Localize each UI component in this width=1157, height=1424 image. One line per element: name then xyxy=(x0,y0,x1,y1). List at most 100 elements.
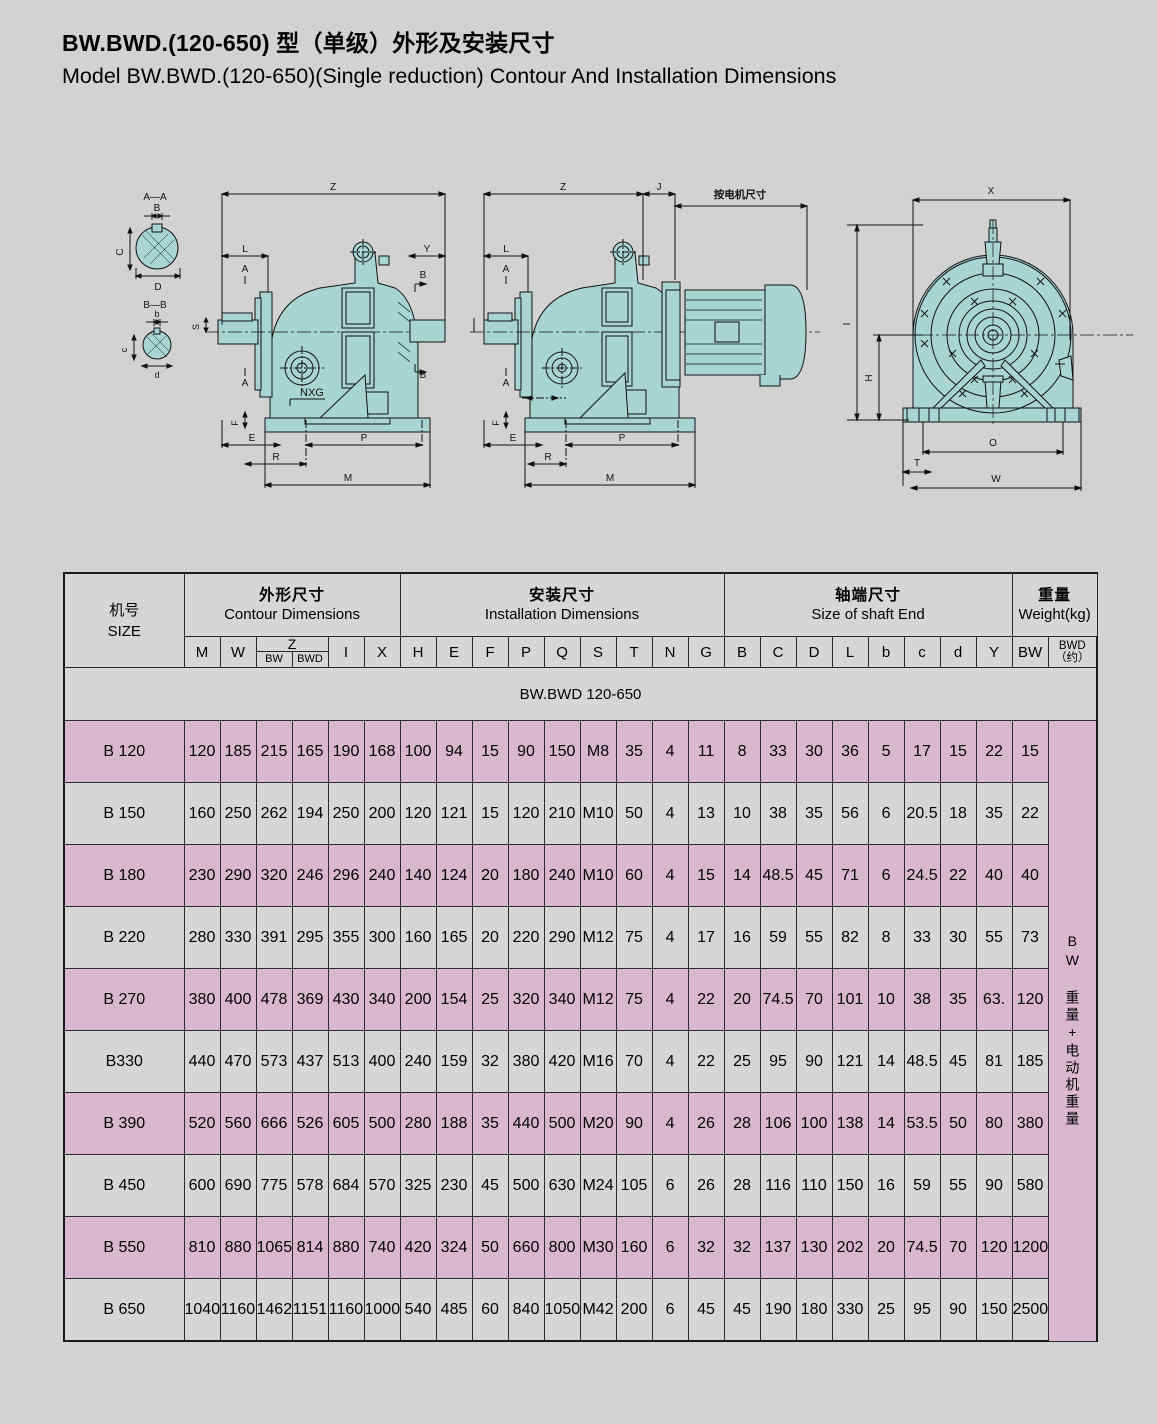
header-size: 机号 SIZE xyxy=(63,572,185,668)
motor-assembly-svg: Z J 按电机尺寸 L A A S xyxy=(470,182,820,488)
cell-b: 8 xyxy=(867,906,905,969)
svg-text:NXG: NXG xyxy=(300,387,324,399)
cell-N: 6 xyxy=(651,1216,689,1279)
cell-W: 880 xyxy=(219,1216,257,1279)
svg-text:B: B xyxy=(420,270,427,281)
cell-F: 60 xyxy=(471,1278,509,1342)
cell-Z_BWD: 814 xyxy=(291,1216,329,1279)
cell-D: 45 xyxy=(795,844,833,907)
cell-I: 684 xyxy=(327,1154,365,1217)
cell-F: 20 xyxy=(471,906,509,969)
cell-E: 159 xyxy=(435,1030,473,1093)
cell-S: M10 xyxy=(579,782,617,845)
cell-c: 95 xyxy=(903,1278,941,1342)
cell-T: 60 xyxy=(615,844,653,907)
cell-size: B 180 xyxy=(63,844,185,907)
cell-Y: 120 xyxy=(975,1216,1013,1279)
cell-Z_BWD: 369 xyxy=(291,968,329,1031)
cell-G: 22 xyxy=(687,1030,725,1093)
cell-D: 70 xyxy=(795,968,833,1031)
svg-text:D: D xyxy=(154,282,161,293)
cell-L: 138 xyxy=(831,1092,869,1155)
svg-text:P: P xyxy=(619,433,626,444)
svg-text:M: M xyxy=(344,473,352,484)
cell-C: 38 xyxy=(759,782,797,845)
cell-c: 74.5 xyxy=(903,1216,941,1279)
cell-P: 660 xyxy=(507,1216,545,1279)
cell-E: 230 xyxy=(435,1154,473,1217)
header-installation-cn: 安装尺寸 xyxy=(529,587,596,604)
cell-BW: 40 xyxy=(1011,844,1049,907)
cell-X: 570 xyxy=(363,1154,401,1217)
cell-S: M12 xyxy=(579,968,617,1031)
cell-X: 500 xyxy=(363,1092,401,1155)
cell-H: 100 xyxy=(399,720,437,783)
cell-b: 10 xyxy=(867,968,905,1031)
col-C: C xyxy=(759,636,797,668)
col-H: H xyxy=(399,636,437,668)
page-title-english: Model BW.BWD.(120-650)(Single reduction)… xyxy=(62,64,837,88)
col-X: X xyxy=(363,636,401,668)
header-contour-dimensions: 外形尺寸 Contour Dimensions xyxy=(183,572,401,637)
side-note-cell: BW 重量+电动机重量 xyxy=(1047,720,1099,1342)
cell-P: 440 xyxy=(507,1092,545,1155)
cell-Y: 80 xyxy=(975,1092,1013,1155)
svg-text:Y: Y xyxy=(424,244,431,255)
cell-T: 105 xyxy=(615,1154,653,1217)
group-header-row: 机号 SIZE 外形尺寸 Contour Dimensions 安装尺寸 Ins… xyxy=(63,572,1098,668)
series-label-row: BW.BWD 120-650 xyxy=(62,667,1099,721)
svg-text:E: E xyxy=(510,433,517,444)
svg-text:R: R xyxy=(544,452,551,463)
cell-I: 605 xyxy=(327,1092,365,1155)
cell-N: 4 xyxy=(651,720,689,783)
svg-text:c: c xyxy=(119,347,129,352)
cell-c: 24.5 xyxy=(903,844,941,907)
cell-H: 200 xyxy=(399,968,437,1031)
cell-T: 50 xyxy=(615,782,653,845)
cell-S: M24 xyxy=(579,1154,617,1217)
cell-size: B 650 xyxy=(63,1278,185,1342)
cell-Q: 800 xyxy=(543,1216,581,1279)
header-shaft-cn: 轴端尺寸 xyxy=(835,587,902,604)
cell-D: 35 xyxy=(795,782,833,845)
svg-text:M: M xyxy=(606,473,614,484)
cell-b: 20 xyxy=(867,1216,905,1279)
cell-W: 470 xyxy=(219,1030,257,1093)
svg-text:H: H xyxy=(864,374,875,381)
cell-B: 45 xyxy=(723,1278,761,1342)
cell-BW: 22 xyxy=(1011,782,1049,845)
cell-C: 190 xyxy=(759,1278,797,1342)
cell-H: 140 xyxy=(399,844,437,907)
cell-Z_BW: 573 xyxy=(255,1030,293,1093)
cell-T: 90 xyxy=(615,1092,653,1155)
svg-text:L: L xyxy=(503,244,509,255)
cell-G: 45 xyxy=(687,1278,725,1342)
cell-X: 400 xyxy=(363,1030,401,1093)
cell-X: 300 xyxy=(363,906,401,969)
cell-G: 22 xyxy=(687,968,725,1031)
header-weight-en: Weight(kg) xyxy=(1018,606,1091,623)
cell-Z_BW: 215 xyxy=(255,720,293,783)
cell-F: 35 xyxy=(471,1092,509,1155)
cell-Z_BW: 1065 xyxy=(255,1216,293,1279)
col-F: F xyxy=(471,636,509,668)
cell-BW: 15 xyxy=(1011,720,1049,783)
cell-T: 75 xyxy=(615,906,653,969)
cell-M: 440 xyxy=(183,1030,221,1093)
cell-d: 50 xyxy=(939,1092,977,1155)
cell-B: 8 xyxy=(723,720,761,783)
cell-Z_BWD: 437 xyxy=(291,1030,329,1093)
cell-c: 48.5 xyxy=(903,1030,941,1093)
cell-size: B 450 xyxy=(63,1154,185,1217)
cell-H: 540 xyxy=(399,1278,437,1342)
cell-W: 1160 xyxy=(219,1278,257,1342)
cell-B: 14 xyxy=(723,844,761,907)
cell-Z_BWD: 246 xyxy=(291,844,329,907)
cell-c: 33 xyxy=(903,906,941,969)
cell-Q: 150 xyxy=(543,720,581,783)
